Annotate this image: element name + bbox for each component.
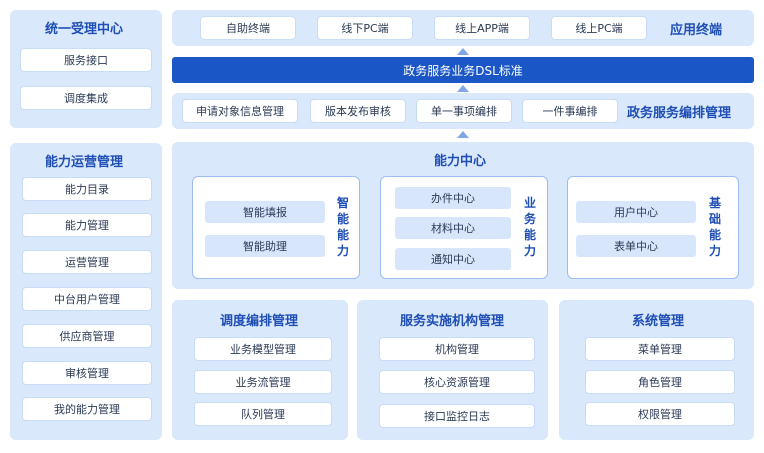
single-item-orchestration-item[interactable]: 单一事项编排	[416, 99, 512, 123]
supplier-management-item[interactable]: 供应商管理	[22, 324, 152, 348]
capability-catalog-item[interactable]: 能力目录	[22, 177, 152, 201]
up-arrow-icon	[457, 131, 469, 138]
queue-management-item[interactable]: 队列管理	[194, 402, 332, 426]
business-flow-management-item[interactable]: 业务流管理	[194, 370, 332, 394]
menu-management-item[interactable]: 菜单管理	[585, 337, 735, 361]
orchestration-panel: 申请对象信息管理 版本发布审核 单一事项编排 一件事编排 政务服务编排管理	[172, 93, 754, 129]
form-center-item[interactable]: 表单中心	[576, 235, 696, 257]
material-center-item[interactable]: 材料中心	[395, 217, 511, 239]
my-capability-management-item[interactable]: 我的能力管理	[22, 397, 152, 421]
up-arrow-icon	[457, 85, 469, 92]
business-capability-title: 业务能力	[523, 196, 536, 258]
review-management-item[interactable]: 审核管理	[22, 361, 152, 385]
permission-management-item[interactable]: 权限管理	[585, 402, 735, 426]
dispatch-panel: 调度编排管理 业务模型管理 业务流管理 队列管理	[172, 300, 348, 440]
operations-management-item[interactable]: 运营管理	[22, 250, 152, 274]
core-resource-management-item[interactable]: 核心资源管理	[379, 370, 535, 394]
basic-capability-title: 基础能力	[708, 196, 721, 258]
interface-monitor-log-item[interactable]: 接口监控日志	[379, 404, 535, 428]
capability-operations-title: 能力运营管理	[45, 155, 124, 170]
online-pc-item[interactable]: 线上PC端	[551, 16, 647, 40]
capability-operations-panel: 能力运营管理 能力目录 能力管理 运营管理 中台用户管理 供应商管理 审核管理 …	[10, 143, 162, 440]
capability-center-title: 能力中心	[434, 154, 487, 169]
offline-pc-item[interactable]: 线下PC端	[317, 16, 413, 40]
dispatch-title: 调度编排管理	[220, 314, 299, 329]
unified-acceptance-panel: 统一受理中心 服务接口 调度集成	[10, 10, 162, 128]
smart-fill-item[interactable]: 智能填报	[205, 201, 325, 223]
dispatch-integration-item[interactable]: 调度集成	[20, 86, 152, 110]
self-service-terminal-item[interactable]: 自助终端	[200, 16, 296, 40]
case-center-item[interactable]: 办件中心	[395, 187, 511, 209]
app-terminals-title: 应用终端	[670, 23, 723, 38]
smart-capability-card: 智能填报 智能助理 智能能力	[192, 176, 360, 279]
app-terminals-panel: 自助终端 线下PC端 线上APP端 线上PC端 应用终端	[172, 10, 754, 46]
platform-user-management-item[interactable]: 中台用户管理	[22, 287, 152, 311]
service-org-panel: 服务实施机构管理 机构管理 核心资源管理 接口监控日志	[357, 300, 548, 440]
business-capability-card: 办件中心 材料中心 通知中心 业务能力	[380, 176, 548, 279]
role-management-item[interactable]: 角色管理	[585, 370, 735, 394]
basic-capability-card: 用户中心 表单中心 基础能力	[567, 176, 739, 279]
version-release-review-item[interactable]: 版本发布审核	[310, 99, 406, 123]
system-panel: 系统管理 菜单管理 角色管理 权限管理	[559, 300, 754, 440]
dsl-standard-bar: 政务服务业务DSL标准	[172, 57, 754, 83]
service-interface-item[interactable]: 服务接口	[20, 48, 152, 72]
system-title: 系统管理	[632, 314, 685, 329]
capability-management-item[interactable]: 能力管理	[22, 213, 152, 237]
up-arrow-icon	[457, 48, 469, 55]
service-org-title: 服务实施机构管理	[400, 314, 505, 329]
notification-center-item[interactable]: 通知中心	[395, 248, 511, 270]
online-app-item[interactable]: 线上APP端	[434, 16, 530, 40]
one-thing-orchestration-item[interactable]: 一件事编排	[522, 99, 618, 123]
business-model-management-item[interactable]: 业务模型管理	[194, 337, 332, 361]
unified-acceptance-title: 统一受理中心	[45, 22, 124, 37]
org-management-item[interactable]: 机构管理	[379, 337, 535, 361]
smart-capability-title: 智能能力	[336, 196, 349, 258]
smart-assistant-item[interactable]: 智能助理	[205, 235, 325, 257]
capability-center-panel: 能力中心 智能填报 智能助理 智能能力 办件中心 材料中心 通知中心 业务能力 …	[172, 142, 754, 289]
applicant-info-management-item[interactable]: 申请对象信息管理	[182, 99, 298, 123]
orchestration-title: 政务服务编排管理	[627, 106, 732, 121]
user-center-item[interactable]: 用户中心	[576, 201, 696, 223]
